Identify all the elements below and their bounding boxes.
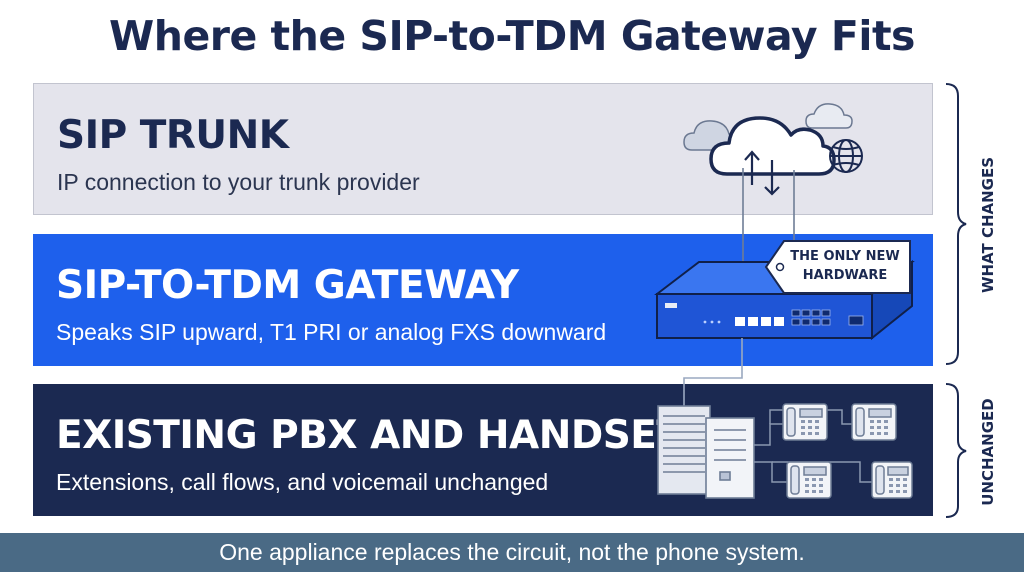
- globe-icon: [829, 139, 863, 173]
- cloud-icon: [709, 116, 836, 196]
- footer-caption: One appliance replaces the circuit, not …: [0, 533, 1024, 572]
- what-changes-label: WHAT CHANGES: [979, 156, 997, 294]
- sip-trunk-title: SIP TRUNK: [57, 113, 289, 158]
- new-hardware-tag: THE ONLY NEW HARDWARE: [790, 249, 900, 283]
- pbx-title: EXISTING PBX AND HANDSETS: [56, 413, 711, 458]
- desk-phone-icon: [871, 461, 913, 499]
- page-title: Where the SIP-to-TDM Gateway Fits: [109, 12, 915, 60]
- desk-phone-icon: [786, 461, 832, 499]
- desk-phone-icon: [851, 403, 897, 441]
- gateway-title: SIP-TO-TDM GATEWAY: [56, 263, 519, 308]
- unchanged-label: UNCHANGED: [979, 398, 997, 506]
- gateway-subtitle: Speaks SIP upward, T1 PRI or analog FXS …: [56, 319, 607, 345]
- sip-trunk-subtitle: IP connection to your trunk provider: [57, 169, 420, 195]
- server-icon: [657, 405, 711, 495]
- server-icon: [705, 417, 755, 499]
- small-cloud-icon: [805, 103, 853, 129]
- price-tag-icon: [764, 240, 911, 294]
- unchanged-bracket: [945, 383, 967, 518]
- pbx-subtitle: Extensions, call flows, and voicemail un…: [56, 469, 549, 495]
- what-changes-bracket: [945, 83, 967, 365]
- desk-phone-icon: [782, 403, 828, 441]
